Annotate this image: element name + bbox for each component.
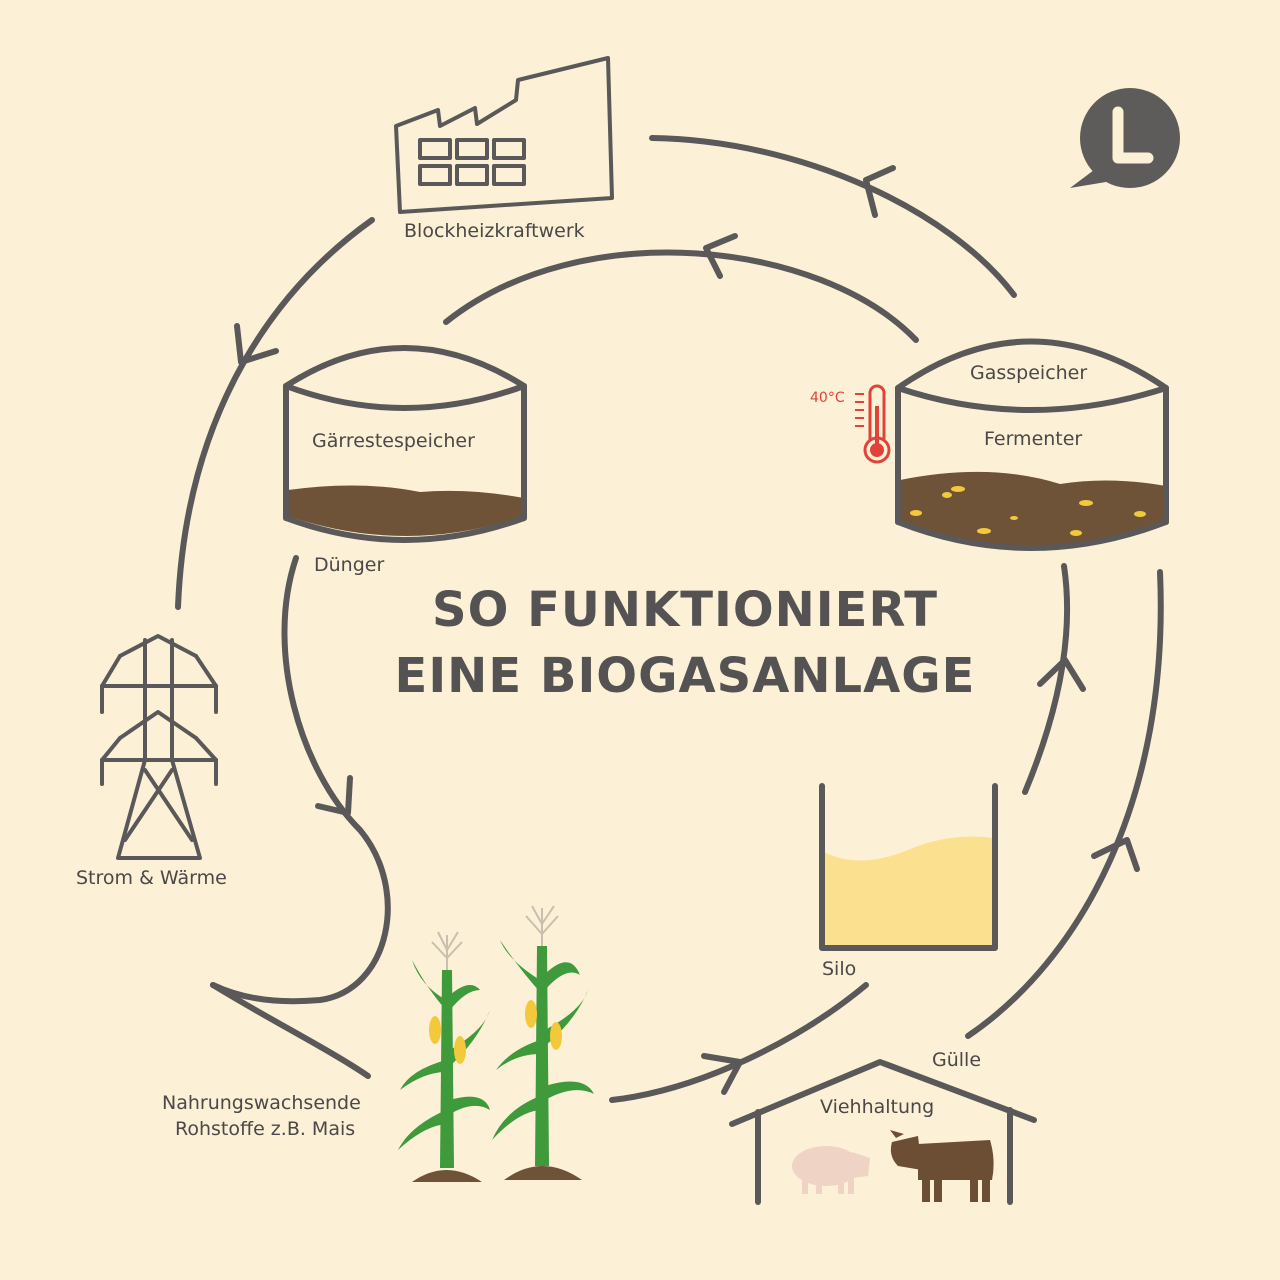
logo-icon bbox=[1070, 88, 1180, 188]
silo-icon bbox=[819, 783, 998, 951]
arrow-silo-to-fermenter bbox=[1022, 563, 1086, 795]
fermenter-specks bbox=[910, 486, 1146, 536]
power-pylon-icon bbox=[100, 634, 218, 860]
barn-icon bbox=[729, 1059, 1037, 1205]
cow-icon bbox=[890, 1130, 994, 1202]
chp-factory-icon bbox=[394, 56, 614, 214]
arrow-fermenter-to-chp-outer bbox=[649, 135, 1017, 298]
label-livestock: Viehhaltung bbox=[820, 1096, 935, 1118]
label-temperature: 40°C bbox=[810, 390, 845, 406]
arrow-chp-to-power bbox=[175, 217, 375, 610]
label-fermenter: Fermenter bbox=[984, 428, 1083, 450]
label-digestate-storage: Gärrestespeicher bbox=[312, 430, 475, 452]
label-power-heat: Strom & Wärme bbox=[76, 867, 227, 889]
corn-plants-icon bbox=[398, 905, 594, 1182]
label-gas-storage: Gasspeicher bbox=[970, 362, 1088, 384]
arrow-power-to-crops bbox=[210, 982, 371, 1079]
label-crops-line1: Nahrungswachsende bbox=[162, 1092, 361, 1114]
arrow-fertilizer-to-crops bbox=[210, 555, 391, 1005]
page-title-line1: SO FUNKTIONIERT bbox=[432, 582, 938, 638]
pig-icon bbox=[792, 1146, 870, 1194]
label-silo: Silo bbox=[822, 958, 857, 980]
label-crops-line2: Rohstoffe z.B. Mais bbox=[175, 1118, 356, 1140]
page-title-line2: EINE BIOGASANLAGE bbox=[394, 648, 976, 704]
label-fertilizer: Dünger bbox=[314, 554, 385, 576]
digestate-tank-icon bbox=[283, 345, 527, 543]
thermometer-icon bbox=[855, 384, 891, 464]
label-manure: Gülle bbox=[932, 1049, 982, 1071]
arrow-manure-to-fermenter bbox=[965, 569, 1164, 1039]
fermenter-tank-icon bbox=[895, 338, 1169, 551]
label-chp: Blockheizkraftwerk bbox=[404, 220, 585, 242]
arrow-fermenter-to-storage-inner bbox=[443, 233, 919, 343]
arrow-crops-to-silo bbox=[609, 982, 869, 1103]
